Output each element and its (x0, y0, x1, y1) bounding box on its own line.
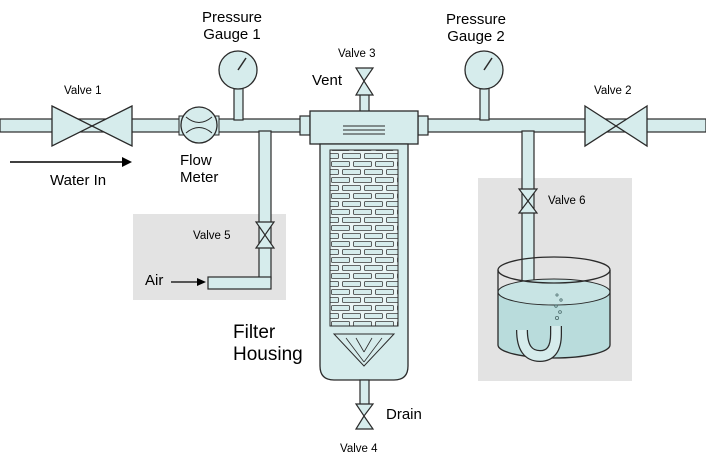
flow-meter-label-line1: Flow (180, 152, 212, 169)
air-branch-pipe-horizontal (207, 276, 272, 290)
water-in-arrow (10, 157, 132, 167)
main-pipe-right (425, 118, 706, 133)
drain-label: Drain (386, 406, 422, 423)
pressure-gauge-1-label-line2: Gauge 1 (203, 26, 261, 44)
gauge-1-stem (233, 85, 244, 121)
filter-housing-head (299, 110, 429, 145)
valve-6-label: Valve 6 (548, 195, 586, 207)
water-in-label: Water In (50, 172, 107, 189)
valve-2-label: Valve 2 (594, 85, 632, 97)
filter-housing-label-line1: Filter (233, 322, 276, 343)
drain-pipe (359, 379, 370, 407)
pressure-gauge-2-needle (483, 57, 493, 71)
valve-1-icon (51, 104, 133, 148)
sample-tube-hook-inner (517, 326, 561, 361)
valve-5-label: Valve 5 (193, 230, 231, 242)
flow-meter-label-line2: Meter (180, 169, 219, 187)
filter-housing-label: Filter Housing (233, 322, 303, 366)
pressure-gauge-1-label-line1: Pressure (201, 9, 263, 26)
valve-4-icon (354, 403, 375, 430)
pressure-gauge-2-label: Pressure Gauge 2 (430, 11, 522, 46)
pressure-gauge-1-label: Pressure Gauge 1 (186, 9, 278, 44)
pressure-gauge-2-label-line1: Pressure (445, 11, 507, 28)
valve-5-icon (254, 221, 276, 249)
valve-2-icon (584, 104, 648, 148)
pressure-gauge-2-label-line2: Gauge 2 (447, 28, 505, 46)
valve-4-label: Valve 4 (340, 443, 378, 455)
air-label: Air (145, 272, 164, 289)
pressure-gauge-1-needle (237, 57, 247, 71)
valve-6-icon (517, 188, 539, 214)
main-pipe-left (0, 118, 303, 133)
valve-1-label: Valve 1 (64, 85, 102, 97)
filter-housing-label-line2: Housing (233, 343, 303, 365)
gauge-2-stem (479, 85, 490, 121)
vent-label: Vent (312, 72, 343, 89)
valve-3-icon (354, 67, 375, 96)
air-arrow (171, 278, 206, 286)
flow-meter-icon (178, 106, 220, 144)
filter-funnel (332, 333, 396, 367)
air-branch-pipe-vertical (258, 130, 272, 280)
flow-meter-label: Flow Meter (180, 152, 218, 187)
valve-3-label: Valve 3 (338, 48, 376, 60)
bubbles (554, 293, 563, 320)
filter-cartridge (329, 149, 399, 327)
